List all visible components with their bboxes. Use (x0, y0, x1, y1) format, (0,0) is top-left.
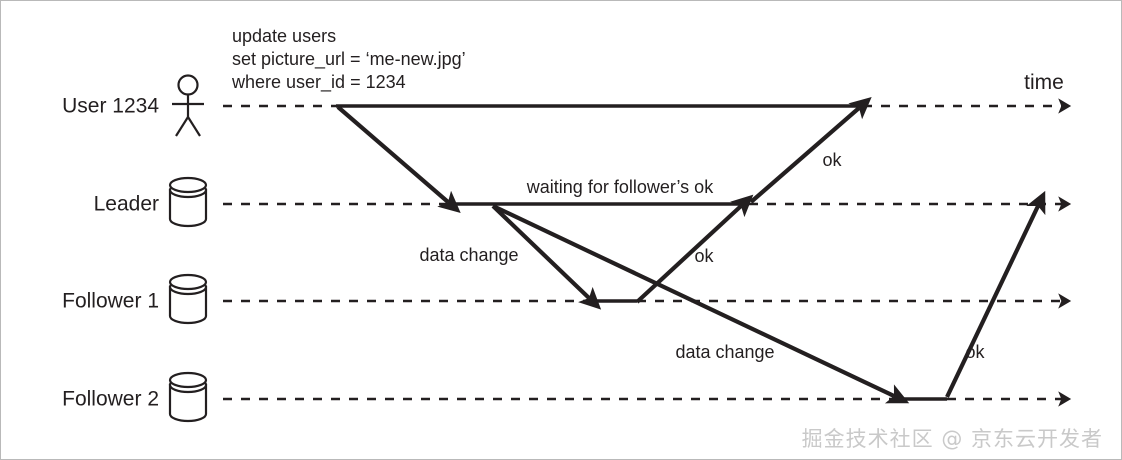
lane-label-follower-2: Follower 2 (62, 388, 159, 411)
lane-label-user: User 1234 (62, 95, 159, 118)
message-arrow-data-change-follower-1 (491, 204, 602, 310)
message-arrow-write-request (336, 105, 461, 213)
query-line-3: where user_id = 1234 (231, 72, 406, 93)
message-label-ok-follower-1: ok (694, 246, 714, 266)
query-line-2: set picture_url = ‘me-new.jpg’ (232, 49, 466, 70)
lane-label-leader: Leader (94, 193, 159, 216)
time-axis-label: time (1024, 71, 1064, 94)
database-cylinder-icon-follower-1 (168, 273, 208, 325)
message-arrow-ok-follower-1 (635, 194, 754, 304)
message-label-data-change-follower-1: data change (419, 245, 518, 265)
message-arrow-ok-leader-to-user (749, 96, 872, 204)
query-line-1: update users (232, 26, 336, 46)
watermark-text: 掘金技术社区 @ 京东云开发者 (801, 427, 1103, 451)
actor-stick-figure-icon (172, 74, 204, 137)
message-arrow-data-change-follower-2 (492, 204, 910, 404)
message-label-ok-follower-2: ok (965, 342, 985, 362)
database-cylinder-icon-follower-2 (168, 371, 208, 423)
message-label-data-change-follower-2: data change (675, 342, 774, 362)
annotation-waiting-for-ok: waiting for follower’s ok (526, 177, 714, 197)
message-label-ok-leader-to-user: ok (822, 150, 842, 170)
message-arrow-ok-follower-2 (945, 190, 1046, 398)
lane-label-follower-1: Follower 1 (62, 290, 159, 313)
database-cylinder-icon-leader (168, 176, 208, 228)
